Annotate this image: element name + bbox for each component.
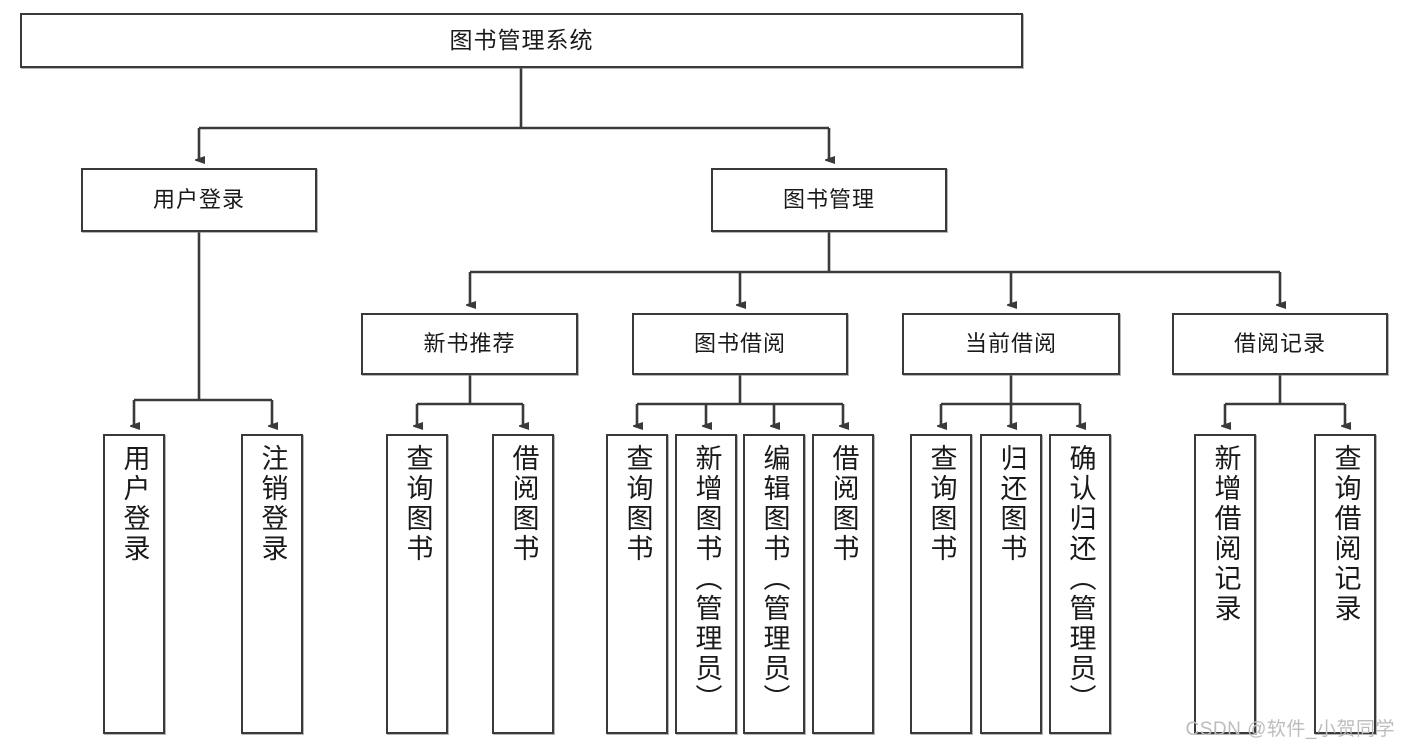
- node-borrow-record[interactable]: 借阅记录: [1172, 313, 1388, 375]
- node-label: 借阅图书: [828, 444, 859, 564]
- node-label: 图书借阅: [693, 330, 786, 356]
- node-label: 查询图书: [402, 444, 433, 564]
- node-leaf-borrow-book-recommend[interactable]: 借阅图书: [492, 434, 554, 734]
- node-label: 借阅图书: [508, 444, 539, 564]
- node-label: 新增借阅记录: [1210, 444, 1241, 624]
- node-label: 编辑图书（管理员）: [759, 444, 790, 714]
- node-leaf-add-borrow-record[interactable]: 新增借阅记录: [1194, 434, 1256, 734]
- node-leaf-query-book-current[interactable]: 查询图书: [910, 434, 972, 734]
- node-leaf-add-book[interactable]: 新增图书（管理员）: [675, 434, 737, 734]
- node-label: 查询图书: [622, 444, 653, 564]
- node-leaf-query-borrow-record[interactable]: 查询借阅记录: [1314, 434, 1376, 734]
- node-label: 当前借阅: [964, 330, 1057, 356]
- node-label: 用户登录: [119, 444, 150, 564]
- node-label: 图书管理: [782, 186, 875, 212]
- node-leaf-logout[interactable]: 注销登录: [241, 434, 303, 734]
- node-label: 新书推荐: [423, 330, 516, 356]
- node-label: 新增图书（管理员）: [691, 444, 722, 714]
- node-book-management[interactable]: 图书管理: [711, 168, 947, 232]
- node-book-borrow[interactable]: 图书借阅: [632, 313, 848, 375]
- node-label: 用户登录: [152, 186, 245, 212]
- node-label: 确认归还（管理员）: [1065, 444, 1096, 714]
- node-label: 图书管理系统: [449, 26, 594, 53]
- node-label: 借阅记录: [1233, 330, 1326, 356]
- node-label: 查询借阅记录: [1330, 444, 1361, 624]
- node-new-book-recommend[interactable]: 新书推荐: [361, 313, 578, 375]
- node-leaf-edit-book[interactable]: 编辑图书（管理员）: [743, 434, 805, 734]
- csdn-watermark: CSDN @软件_小贺同学: [1185, 719, 1395, 740]
- node-leaf-query-book-recommend[interactable]: 查询图书: [386, 434, 448, 734]
- node-leaf-confirm-return[interactable]: 确认归还（管理员）: [1049, 434, 1111, 734]
- node-label: 注销登录: [257, 444, 288, 564]
- node-root-book-management-system[interactable]: 图书管理系统: [20, 13, 1023, 68]
- node-leaf-return-book[interactable]: 归还图书: [980, 434, 1042, 734]
- node-user-login[interactable]: 用户登录: [81, 168, 317, 232]
- node-leaf-borrow-book[interactable]: 借阅图书: [812, 434, 874, 734]
- node-leaf-user-login[interactable]: 用户登录: [103, 434, 165, 734]
- node-current-borrow[interactable]: 当前借阅: [902, 313, 1120, 375]
- node-label: 查询图书: [926, 444, 957, 564]
- node-label: 归还图书: [996, 444, 1027, 564]
- node-leaf-query-book-borrow[interactable]: 查询图书: [606, 434, 668, 734]
